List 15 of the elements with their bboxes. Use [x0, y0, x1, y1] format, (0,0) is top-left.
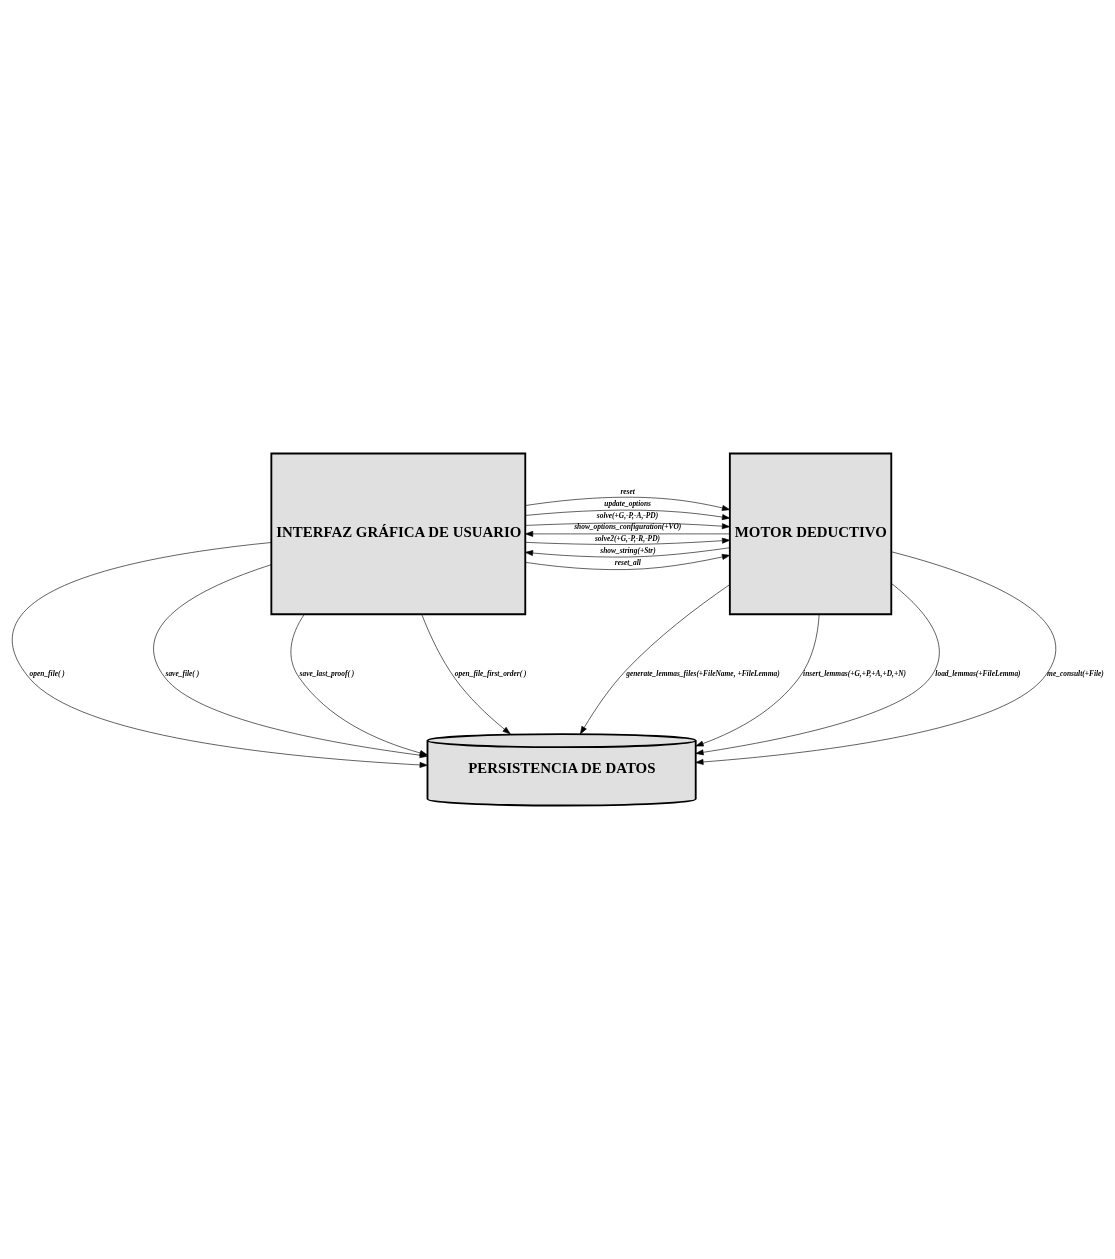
arrow — [290, 614, 428, 756]
arrow — [695, 614, 820, 747]
arrow — [525, 496, 731, 511]
arrow — [580, 584, 731, 735]
arrow — [525, 530, 730, 537]
arrow — [525, 522, 731, 530]
arrow — [525, 509, 731, 520]
arrow — [695, 583, 940, 756]
arrow — [525, 547, 731, 558]
node-box: MOTOR DEDUCTIVO — [728, 452, 893, 616]
arrow — [525, 554, 731, 570]
arrow — [421, 614, 511, 735]
arrow — [525, 537, 731, 545]
node-box: INTERFAZ GRÁFICA DE USUARIO — [270, 452, 527, 616]
arrow — [695, 551, 1057, 765]
